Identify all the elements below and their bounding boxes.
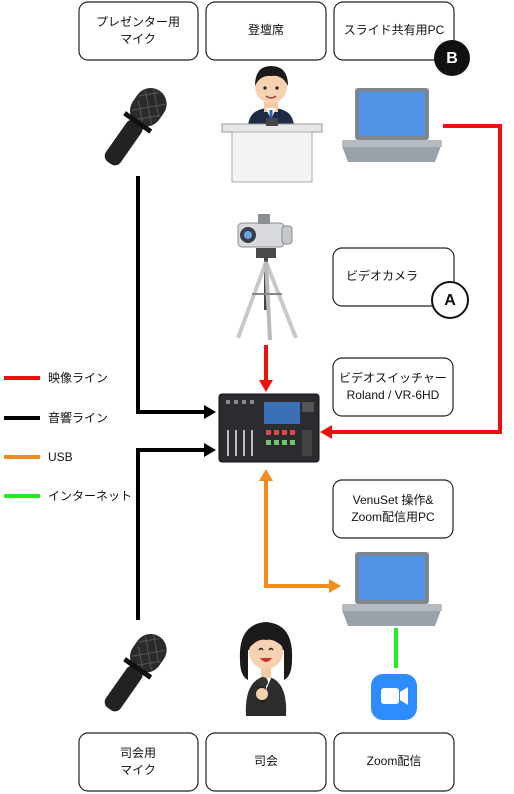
mc-box: 司会 bbox=[205, 732, 327, 792]
presenter-mic-box: プレゼンター用 マイク bbox=[78, 1, 199, 61]
slide-pc-label: スライド共有用PC bbox=[344, 23, 445, 37]
zoom-stream-label: Zoom配信 bbox=[367, 754, 422, 768]
presenter-microphone-icon bbox=[104, 87, 167, 166]
video-camera-label: ビデオカメラ bbox=[346, 268, 418, 283]
video-arrowhead-pc bbox=[320, 425, 332, 439]
audio-line-mc-mic bbox=[136, 448, 212, 620]
slide-pc-box: スライド共有用PC bbox=[333, 1, 455, 61]
legend-label-internet: インターネット bbox=[48, 489, 132, 503]
venuset-pc-label-2: Zoom配信用PC bbox=[351, 510, 435, 524]
slide-pc-laptop-icon bbox=[342, 88, 442, 162]
mc-mic-label-2: マイク bbox=[120, 763, 156, 777]
badge-a: A bbox=[431, 281, 469, 319]
venuset-pc-box: VenuSet 操作& Zoom配信用PC bbox=[332, 479, 454, 539]
mc-microphone-icon bbox=[104, 633, 167, 712]
podium-box: 登壇席 bbox=[205, 1, 327, 61]
legend-label-video: 映像ライン bbox=[48, 371, 108, 385]
zoom-logo-icon bbox=[371, 674, 417, 720]
badge-a-letter: A bbox=[444, 292, 456, 309]
podium-speaker-icon bbox=[221, 66, 323, 183]
connection-lines bbox=[136, 124, 502, 668]
usb-line bbox=[264, 478, 334, 588]
video-camera-icon bbox=[236, 214, 298, 341]
video-switcher-device-icon bbox=[218, 393, 320, 463]
usb-arrowhead-pc bbox=[329, 579, 341, 593]
legend-label-usb: USB bbox=[48, 450, 73, 464]
audio-arrowhead-top bbox=[204, 405, 216, 419]
presenter-mic-label-1: プレゼンター用 bbox=[96, 15, 180, 29]
usb-arrowhead-switcher bbox=[259, 469, 273, 481]
legend-label-audio: 音響ライン bbox=[48, 410, 108, 425]
presenter-mic-label-2: マイク bbox=[120, 32, 156, 46]
mc-mic-label-1: 司会用 bbox=[120, 746, 156, 760]
video-line-slide-pc bbox=[326, 124, 502, 434]
venuset-laptop-icon bbox=[342, 552, 442, 626]
video-switcher-label-1: ビデオスイッチャー bbox=[339, 370, 447, 385]
venuset-pc-label-1: VenuSet 操作& bbox=[353, 492, 434, 507]
video-camera-box: ビデオカメラ bbox=[332, 247, 455, 307]
audio-line-presenter-mic bbox=[136, 176, 212, 414]
legend: 映像ライン 音響ライン USB インターネット bbox=[4, 371, 132, 503]
mc-label: 司会 bbox=[254, 754, 278, 768]
badge-b: B bbox=[434, 40, 470, 76]
badge-b-letter: B bbox=[446, 50, 458, 67]
audio-arrowhead-bottom bbox=[204, 443, 216, 457]
video-switcher-box: ビデオスイッチャー Roland / VR-6HD bbox=[332, 357, 454, 417]
zoom-stream-box: Zoom配信 bbox=[333, 732, 455, 792]
podium-label: 登壇席 bbox=[248, 22, 284, 37]
video-switcher-label-2: Roland / VR-6HD bbox=[347, 388, 440, 402]
video-arrowhead-camera bbox=[259, 380, 273, 392]
mc-mic-box: 司会用 マイク bbox=[78, 732, 199, 792]
mc-woman-icon bbox=[239, 622, 293, 716]
